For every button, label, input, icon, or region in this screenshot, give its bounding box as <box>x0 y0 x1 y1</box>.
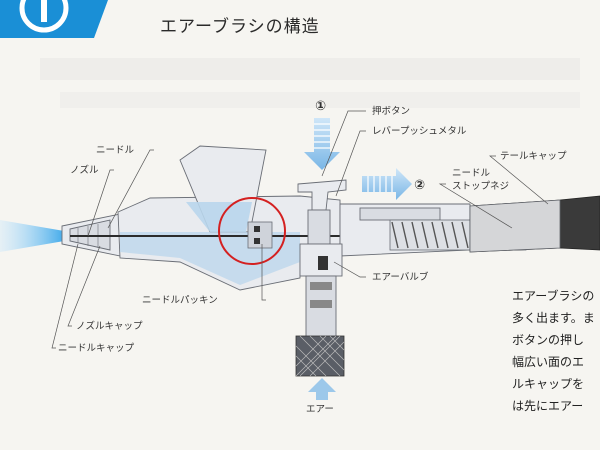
background-ghost-text <box>40 58 580 108</box>
spring-part <box>389 219 471 251</box>
step-1-marker: ① <box>315 99 326 114</box>
label-nozzle: ノズル <box>70 164 99 176</box>
spray-cone <box>0 220 70 252</box>
highlight-circle <box>218 197 286 265</box>
label-lever-push-metal: レバープッシュメタル <box>372 126 467 137</box>
step-2-marker: ② <box>414 178 425 193</box>
label-air-valve: エアーバルブ <box>372 271 429 283</box>
label-needle: ニードル <box>96 145 135 156</box>
label-tail-cap: テールキャップ <box>500 151 567 162</box>
push-button-part <box>297 179 347 245</box>
label-needle-cap: ニードルキャップ <box>58 343 135 354</box>
air-hose-fitting <box>295 335 345 377</box>
label-needle-packing: ニードルパッキン <box>142 295 218 306</box>
body-line-2: 多く出ます。ま <box>512 311 595 325</box>
pullback-direction-arrow <box>362 168 412 200</box>
needle-packing-part <box>247 221 273 249</box>
body-line-5: ルキャップを <box>512 377 584 391</box>
label-push-button: 押ボタン <box>372 105 410 117</box>
label-air: エアー <box>306 404 334 415</box>
body-line-1: エアーブラシの <box>512 288 594 303</box>
label-nozzle-cap: ノズルキャップ <box>76 320 143 332</box>
label-needle-stop-line1: ニードル <box>452 168 491 179</box>
air-valve-part <box>299 243 343 339</box>
tail-cap-sleeve <box>469 199 561 253</box>
body-line-4: 幅広い面のエ <box>512 354 584 369</box>
body-line-6: は先にエアー <box>512 399 583 413</box>
diagram-title: エアーブラシの構造 <box>160 16 320 37</box>
label-needle-stop-line2: ストップネジ <box>452 181 509 192</box>
push-direction-arrow <box>304 118 340 170</box>
leader-lines <box>51 110 549 349</box>
air-inlet-arrow <box>308 378 336 400</box>
brand-logo <box>0 0 108 38</box>
description-text: エアーブラシの 多く出ます。ま ボタンの押し 幅広い面のエ ルキャップを は先に… <box>512 288 595 413</box>
body-line-3: ボタンの押し <box>512 333 584 347</box>
